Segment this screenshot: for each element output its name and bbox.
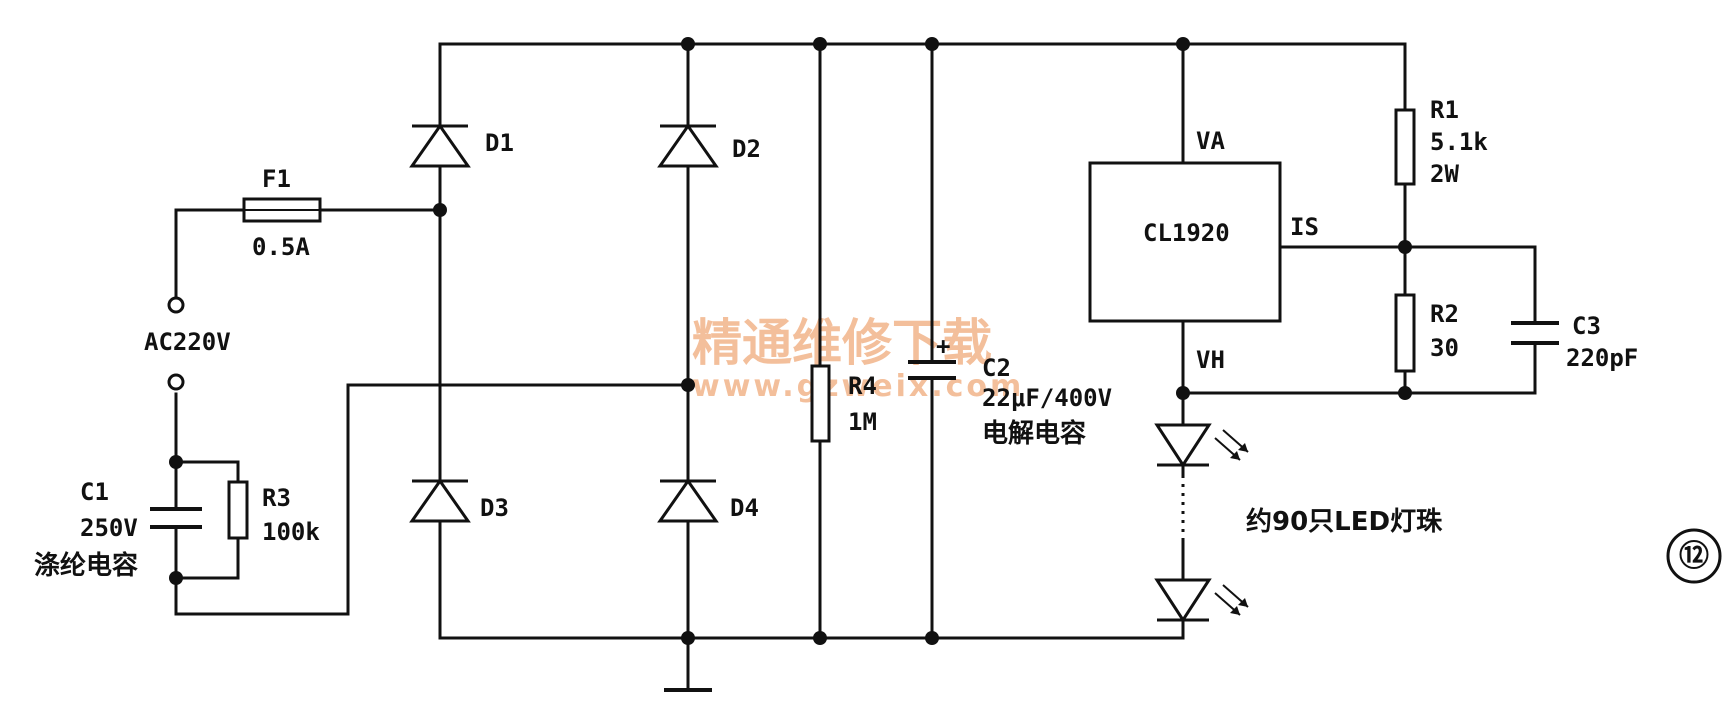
led-bottom xyxy=(1154,578,1249,623)
capacitor-c1-value: 250V xyxy=(80,514,138,542)
resistor-r4-name: R4 xyxy=(848,372,877,400)
capacitor-c2-type: 电解电容 xyxy=(982,418,1086,449)
ic-pin-va: VA xyxy=(1196,127,1225,155)
ic-cl1920: CL1920 VA VH IS xyxy=(1088,127,1319,374)
resistor-r1-name: R1 xyxy=(1430,96,1459,124)
capacitor-c2: + C2 22μF/400V 电解电容 xyxy=(908,332,1112,449)
resistor-r1-power: 2W xyxy=(1430,160,1459,188)
wires xyxy=(174,42,1537,690)
figure-number-circle xyxy=(1666,528,1722,584)
diode-d3: D3 xyxy=(409,478,509,523)
capacitor-c3-value: 220pF xyxy=(1566,344,1638,372)
fuse-f1-name: F1 xyxy=(262,165,291,193)
resistor-r4: R4 1M xyxy=(810,364,877,443)
ic-pin-is: IS xyxy=(1290,213,1319,241)
resistor-r1: R1 5.1k 2W xyxy=(1394,96,1488,188)
resistor-r2-value: 30 xyxy=(1430,334,1459,362)
resistor-r3-value: 100k xyxy=(262,518,320,546)
watermark-url: www.gzweix.com xyxy=(692,369,1024,404)
capacitor-c2-plus: + xyxy=(936,332,950,360)
diode-d3-label: D3 xyxy=(480,494,509,522)
fuse-f1: F1 0.5A xyxy=(242,165,322,261)
ac-input-label: AC220V xyxy=(144,328,231,356)
diode-d2-label: D2 xyxy=(732,135,761,163)
resistor-r2: R2 30 xyxy=(1394,293,1459,373)
led-string-label: 约90只LED灯珠 xyxy=(1246,506,1443,537)
resistor-r3-name: R3 xyxy=(262,484,291,512)
fuse-f1-rating: 0.5A xyxy=(252,233,310,261)
capacitor-c3-name: C3 xyxy=(1572,312,1601,340)
led-top xyxy=(1154,423,1249,468)
diode-d4-label: D4 xyxy=(730,494,759,522)
resistor-r1-value: 5.1k xyxy=(1430,128,1488,156)
diode-d2: D2 xyxy=(657,123,761,168)
capacitor-c1-type: 涤纶电容 xyxy=(34,550,138,581)
figure-number: ⑫ xyxy=(1679,539,1709,574)
diode-d4: D4 xyxy=(657,478,759,523)
capacitor-c3: C3 220pF xyxy=(1511,312,1638,372)
ic-pin-vh: VH xyxy=(1196,346,1225,374)
ac-terminal-bottom xyxy=(167,373,185,391)
diode-d1: D1 xyxy=(409,123,514,168)
resistor-r4-value: 1M xyxy=(848,408,877,436)
junction-dots xyxy=(169,37,1412,645)
capacitor-c1-name: C1 xyxy=(80,478,109,506)
ic-name: CL1920 xyxy=(1143,219,1230,247)
ac-terminal-top xyxy=(167,296,185,314)
capacitor-c1: C1 250V 涤纶电容 xyxy=(34,478,202,581)
capacitor-c2-name: C2 xyxy=(982,354,1011,382)
diode-d1-label: D1 xyxy=(485,129,514,157)
resistor-r2-name: R2 xyxy=(1430,300,1459,328)
capacitor-c2-value: 22μF/400V xyxy=(982,384,1112,412)
resistor-r3: R3 100k xyxy=(227,480,320,546)
